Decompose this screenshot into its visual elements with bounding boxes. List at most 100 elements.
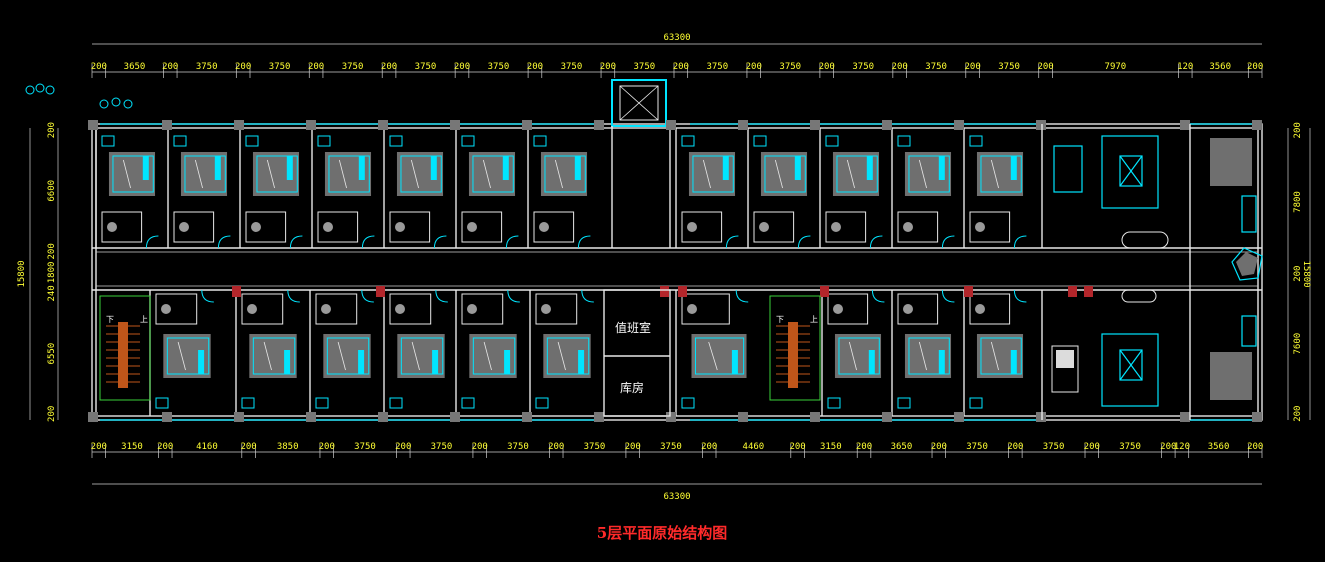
dim-label: 200 [157, 442, 173, 452]
dim-label: 3750 [269, 62, 291, 72]
dim-label: 200 [1247, 62, 1263, 72]
dim-label: 200 [47, 122, 57, 138]
top-dimension-labels: 200 3650 200 3750 200 3750 200 3750 200 3750 200 37… [91, 62, 1264, 72]
dim-label: 7800 [1293, 191, 1303, 213]
dim-label: 3750 [431, 442, 453, 452]
dim-label: 200 [1247, 442, 1263, 452]
dim-label: 200 [931, 442, 947, 452]
dim-label: 3150 [820, 442, 842, 452]
dim-label: 200 [856, 442, 872, 452]
dim-label: 6600 [47, 180, 57, 202]
dim-label: 3560 [1209, 62, 1231, 72]
dim-label: 200 [91, 442, 107, 452]
dim-label: 3750 [415, 62, 437, 72]
dim-label: 200 [600, 62, 616, 72]
outer-walls [91, 123, 1263, 421]
legend-furniture [25, 83, 133, 109]
dim-label: 200 [789, 442, 805, 452]
dim-label: 7970 [1105, 62, 1127, 72]
dim-label: 3750 [660, 442, 682, 452]
stair-up-label-1: 上 [140, 315, 148, 324]
dim-label: 3750 [998, 62, 1020, 72]
stair-right: 下 上 [769, 295, 821, 401]
dim-label: 200 [1037, 62, 1053, 72]
dim-label: 200 [964, 62, 980, 72]
dim-label: 3750 [706, 62, 728, 72]
dim-label: 3650 [891, 442, 913, 452]
dim-label: 3750 [342, 62, 364, 72]
dim-label: 3750 [925, 62, 947, 72]
stair-down-label-2: 下 [776, 315, 784, 324]
dim-label: 200 [162, 62, 178, 72]
top-dimension-ticks [91, 64, 1263, 78]
dim-label: 3750 [507, 442, 529, 452]
bottom-dimension-ticks [91, 444, 1263, 458]
dimension-lines [29, 43, 1311, 485]
dim-label: 200 [308, 62, 324, 72]
dim-label: 240 [47, 285, 57, 301]
dim-label: 200 [319, 442, 335, 452]
dim-label: 200 [91, 62, 107, 72]
dim-label: 3560 [1208, 442, 1230, 452]
dim-label: 200 [381, 62, 397, 72]
dim-label: 7600 [1293, 333, 1303, 355]
dim-label: 6550 [47, 343, 57, 365]
dim-label: 200 [701, 442, 717, 452]
stair-up-label-2: 上 [810, 315, 818, 324]
dim-label: 200 [1084, 442, 1100, 452]
elevator-shaft [611, 79, 671, 248]
left-outer-dim: 15800 [17, 260, 27, 287]
dim-label: 3750 [779, 62, 801, 72]
dim-label: 120 [1174, 442, 1190, 452]
dim-label: 200 [47, 243, 57, 259]
dim-label: 1800 [47, 262, 57, 284]
dim-label: 200 [673, 62, 689, 72]
overall-dim-bottom: 63300 [663, 492, 690, 502]
dim-label: 200 [548, 442, 564, 452]
storage-room-label: 库房 [620, 380, 644, 395]
structural-columns [88, 120, 1262, 422]
overall-dim-top: 63300 [663, 33, 690, 43]
dim-label: 3750 [196, 62, 218, 72]
dim-label: 200 [625, 442, 641, 452]
dim-label: 200 [47, 406, 57, 422]
dim-label: 200 [454, 62, 470, 72]
dim-label: 200 [395, 442, 411, 452]
dim-label: 3150 [121, 442, 143, 452]
dim-label: 200 [1293, 406, 1303, 422]
stair-down-label-1: 下 [106, 315, 114, 324]
dim-label: 200 [527, 62, 543, 72]
dim-label: 200 [1293, 266, 1303, 282]
dim-label: 3750 [634, 62, 656, 72]
dim-label: 120 [1177, 62, 1193, 72]
dim-label: 200 [1293, 122, 1303, 138]
dim-label: 3750 [488, 62, 510, 72]
dim-label: 200 [892, 62, 908, 72]
dim-label: 3750 [966, 442, 988, 452]
dim-label: 3750 [1043, 442, 1065, 452]
right-outer-dim: 15800 [1301, 260, 1311, 287]
executive-suite [1041, 124, 1263, 420]
right-dimension-labels: 200 7800 200 7600 200 [1293, 122, 1303, 422]
drawing-title: 5层平面原始结构图 [597, 524, 727, 542]
dim-label: 200 [1160, 442, 1176, 452]
bottom-guest-rooms [149, 289, 1027, 416]
dim-label: 200 [1007, 442, 1023, 452]
dim-label: 3750 [584, 442, 606, 452]
dim-label: 200 [235, 62, 251, 72]
top-guest-rooms [95, 128, 1027, 249]
duty-storage-block: 值班室 库房 [603, 289, 671, 417]
dim-label: 200 [819, 62, 835, 72]
dim-label: 200 [746, 62, 762, 72]
dim-label: 3650 [124, 62, 146, 72]
dim-label: 3750 [354, 442, 376, 452]
dim-label: 3750 [1119, 442, 1141, 452]
duty-room-label: 值班室 [615, 320, 651, 335]
dim-label: 200 [472, 442, 488, 452]
dim-label: 3750 [561, 62, 583, 72]
dim-label: 4160 [196, 442, 218, 452]
